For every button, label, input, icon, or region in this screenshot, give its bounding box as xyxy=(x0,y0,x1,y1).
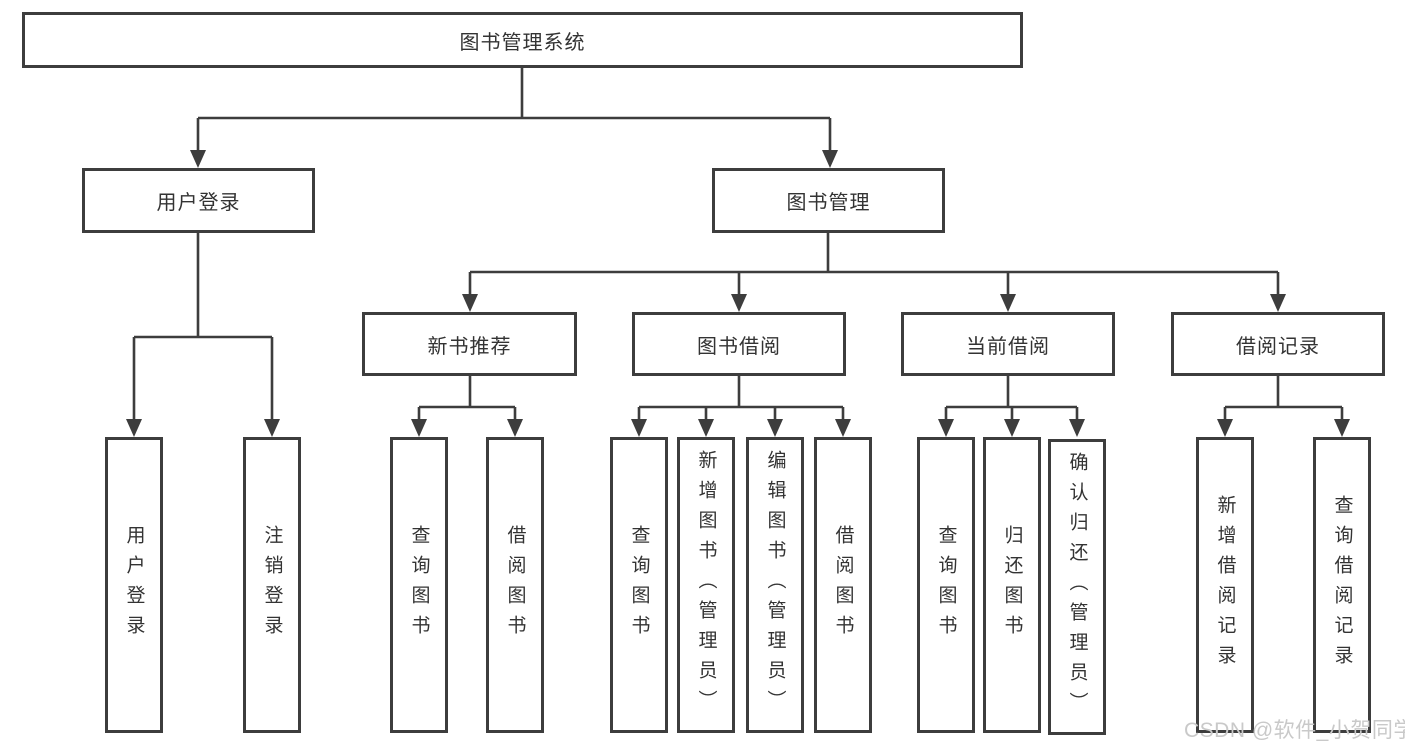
leaf-borrow-query-label: 查询图书 xyxy=(628,525,650,645)
leaf-current-query: 查询图书 xyxy=(917,437,975,733)
node-book-management-label: 图书管理 xyxy=(786,192,871,214)
leaf-current-return-label: 归还图书 xyxy=(1001,525,1023,645)
csdn-watermark: CSDN @软件_小贺同学 xyxy=(1184,719,1405,742)
node-book-borrow-label: 图书借阅 xyxy=(697,335,781,358)
leaf-record-query-label: 查询借阅记录 xyxy=(1331,495,1353,675)
leaf-record-query: 查询借阅记录 xyxy=(1313,437,1371,733)
leaf-logout: 注销登录 xyxy=(243,437,301,733)
node-current-borrow: 当前借阅 xyxy=(901,312,1115,376)
leaf-current-confirm-admin-label: 确认归还（管理员） xyxy=(1066,452,1088,722)
node-user-login: 用户登录 xyxy=(82,168,315,233)
node-new-book-recommend: 新书推荐 xyxy=(362,312,577,376)
node-library-system-root: 图书管理系统 xyxy=(22,12,1023,68)
node-user-login-label: 用户登录 xyxy=(156,192,241,214)
node-book-borrow: 图书借阅 xyxy=(632,312,846,376)
node-borrow-records-label: 借阅记录 xyxy=(1236,335,1320,358)
leaf-logout-label: 注销登录 xyxy=(261,525,283,645)
leaf-record-add: 新增借阅记录 xyxy=(1196,437,1254,733)
leaf-borrow-book-label: 借阅图书 xyxy=(832,525,854,645)
leaf-newbook-borrow: 借阅图书 xyxy=(486,437,544,733)
leaf-newbook-borrow-label: 借阅图书 xyxy=(504,525,526,645)
leaf-newbook-query: 查询图书 xyxy=(390,437,448,733)
leaf-user-login: 用户登录 xyxy=(105,437,163,733)
leaf-record-add-label: 新增借阅记录 xyxy=(1214,495,1236,675)
leaf-current-confirm-admin: 确认归还（管理员） xyxy=(1048,439,1106,735)
leaf-borrow-edit-admin: 编辑图书（管理员） xyxy=(746,437,804,733)
node-book-management: 图书管理 xyxy=(712,168,945,233)
connector-segments xyxy=(132,68,1344,421)
leaf-borrow-add-admin: 新增图书（管理员） xyxy=(677,437,735,733)
leaf-current-query-label: 查询图书 xyxy=(935,525,957,645)
leaf-borrow-edit-admin-label: 编辑图书（管理员） xyxy=(764,450,786,720)
leaf-current-return: 归还图书 xyxy=(983,437,1041,733)
leaf-borrow-query: 查询图书 xyxy=(610,437,668,733)
leaf-borrow-add-admin-label: 新增图书（管理员） xyxy=(695,450,717,720)
node-borrow-records: 借阅记录 xyxy=(1171,312,1385,376)
leaf-borrow-book: 借阅图书 xyxy=(814,437,872,733)
leaf-user-login-label: 用户登录 xyxy=(123,525,145,645)
leaf-newbook-query-label: 查询图书 xyxy=(408,525,430,645)
node-current-borrow-label: 当前借阅 xyxy=(966,335,1050,358)
node-library-system-root-label: 图书管理系统 xyxy=(459,31,586,54)
node-new-book-recommend-label: 新书推荐 xyxy=(427,335,512,358)
